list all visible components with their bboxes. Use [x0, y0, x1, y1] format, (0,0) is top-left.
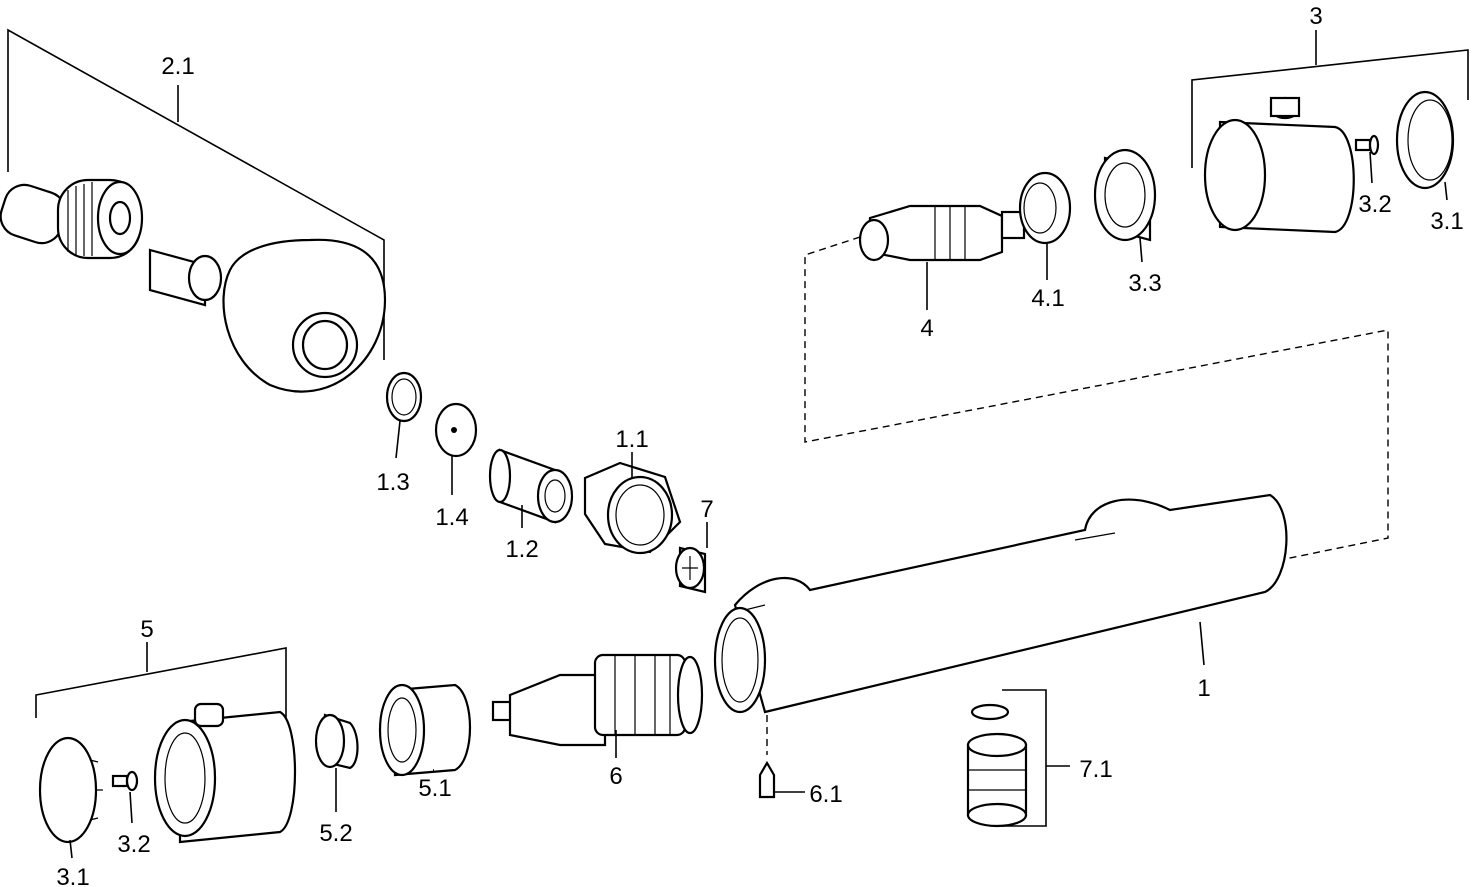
bracket-5	[35, 642, 287, 720]
part-4-1	[1018, 171, 1072, 245]
label-3-2-bottom: 3.2	[117, 831, 150, 858]
label-2-1: 2.1	[161, 53, 194, 80]
label-5: 5	[140, 616, 153, 643]
label-1-2: 1.2	[505, 536, 538, 563]
label-1: 1	[1197, 675, 1210, 702]
label-6-1: 6.1	[809, 781, 842, 808]
part-3-1-cap-bottom	[38, 736, 103, 844]
part-1-body	[713, 493, 1288, 714]
part-4-cartridge	[858, 204, 1026, 262]
part-5-handle	[153, 702, 297, 844]
label-5-1: 5.1	[418, 775, 451, 802]
part-3-3	[1093, 148, 1157, 242]
label-3: 3	[1309, 3, 1322, 30]
label-4-1: 4.1	[1031, 285, 1064, 312]
part-3-2-screw-bottom	[111, 770, 139, 792]
label-7-1: 7.1	[1079, 756, 1112, 783]
label-4: 4	[920, 315, 933, 342]
label-1-3: 1.3	[376, 469, 409, 496]
part-3-handle	[1203, 96, 1355, 234]
part-1-1	[583, 461, 682, 555]
label-5-2: 5.2	[319, 820, 352, 847]
part-3-1-cap-top	[1395, 90, 1455, 190]
bracket-7-1	[1002, 689, 1070, 827]
label-6: 6	[609, 763, 622, 790]
part-6-1	[758, 760, 776, 799]
part-7	[674, 546, 707, 594]
part-2-1-connectors	[0, 178, 387, 393]
label-3-3: 3.3	[1128, 270, 1161, 297]
label-3-2-top: 3.2	[1358, 191, 1391, 218]
label-7: 7	[700, 496, 713, 523]
part-3-2-screw-top	[1354, 134, 1380, 156]
assembly-line-cartridge	[804, 236, 1389, 561]
part-5-1	[378, 683, 471, 777]
label-1-4: 1.4	[435, 504, 468, 531]
part-6-cartridge	[491, 653, 704, 747]
part-7-1	[966, 703, 1028, 828]
part-1-2	[488, 448, 574, 524]
part-5-2	[314, 713, 359, 770]
label-1-1: 1.1	[615, 426, 648, 453]
label-3-1-top: 3.1	[1430, 208, 1463, 235]
label-3-1-bottom: 3.1	[56, 864, 89, 887]
bracket-3	[1191, 30, 1469, 168]
